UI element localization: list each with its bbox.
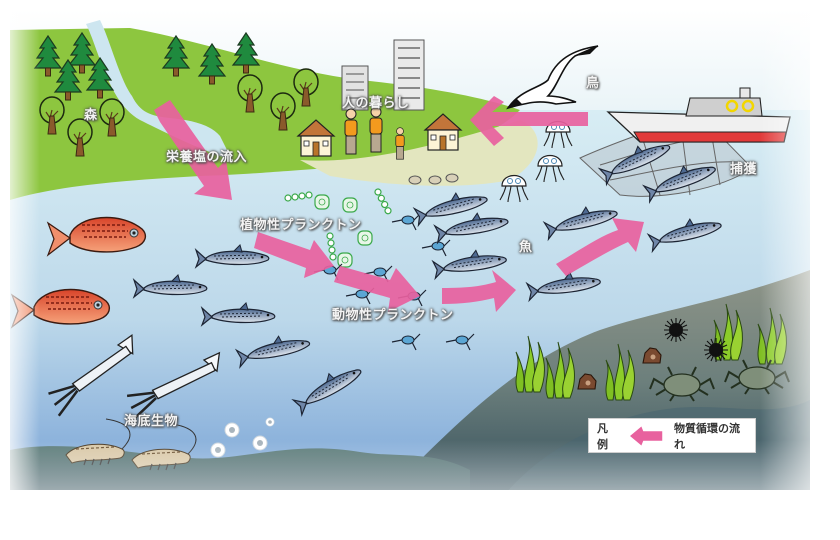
- legend-title: 凡例: [597, 421, 608, 451]
- legend: 凡例 物質循環の流れ: [588, 418, 756, 453]
- legend-arrow-icon: [629, 426, 663, 445]
- flow-arrow-nutrient-inflow: [154, 100, 232, 200]
- label-zooplankton: 動物性プランクトン: [332, 308, 454, 323]
- label-forest: 森: [84, 108, 98, 123]
- flow-arrow-phyto-to-zoo: [254, 232, 334, 278]
- legend-item-material-flow: 物質循環の流れ: [674, 421, 740, 451]
- flow-arrow-fish-to-up: [442, 270, 516, 312]
- label-phytoplankton: 植物性プランクトン: [240, 218, 362, 233]
- flow-arrow-capture-to-human: [470, 96, 588, 146]
- beach: [300, 120, 538, 186]
- river: [86, 20, 232, 160]
- label-fish: 魚: [519, 240, 533, 255]
- flow-arrow-zoo-to-fish: [334, 266, 420, 312]
- label-benthos: 海底生物: [124, 414, 179, 429]
- seagull: [506, 45, 599, 110]
- label-nutrient-inflow: 栄養塩の流入: [166, 150, 248, 165]
- label-human-life: 人の暮らし: [342, 96, 410, 111]
- flow-arrow-fish-to-capture: [556, 218, 644, 276]
- label-bird: 鳥: [586, 76, 600, 91]
- label-capture: 捕獲: [730, 162, 758, 177]
